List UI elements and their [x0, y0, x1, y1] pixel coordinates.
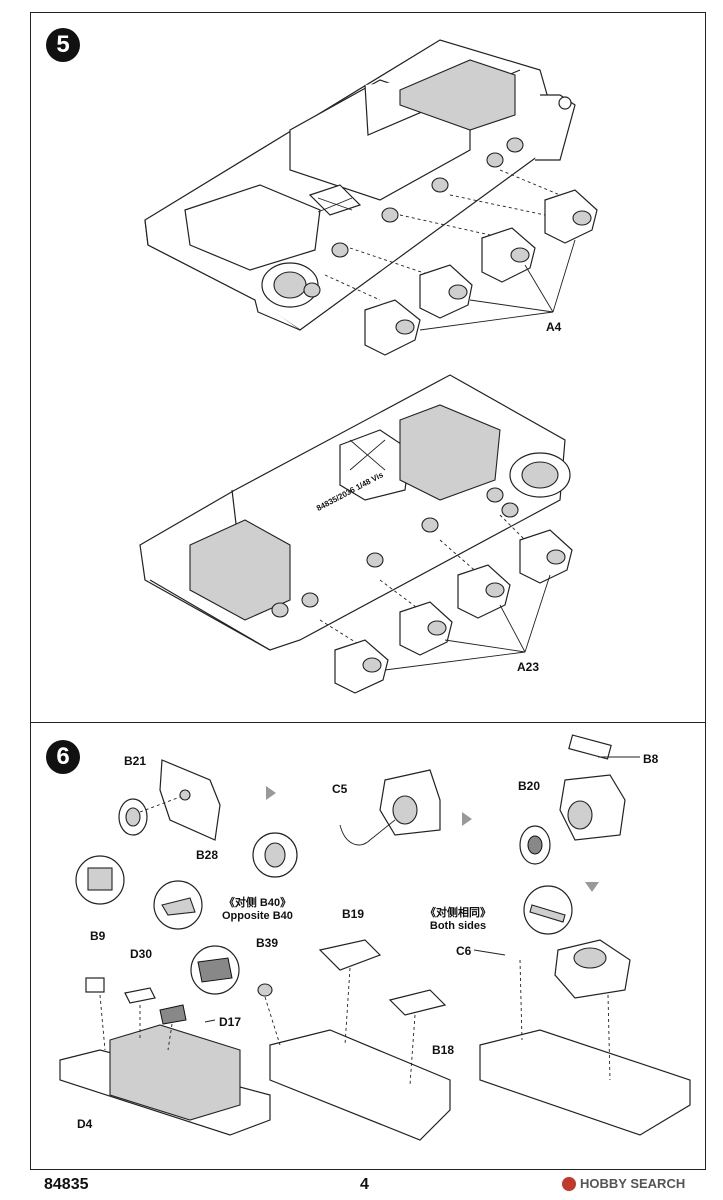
part-label-c6: C6: [456, 944, 472, 958]
step-5-number: 5: [56, 31, 70, 58]
page-frame: [30, 12, 706, 1170]
step-6-badge: 6: [46, 740, 80, 774]
part-label-b18: B18: [432, 1043, 455, 1057]
hull-upper-drawing: [144, 39, 598, 356]
part-label-d30: D30: [130, 947, 153, 961]
step-arrow-down-icon: [585, 882, 599, 892]
part-label-b20: B20: [518, 779, 541, 793]
watermark: HOBBY SEARCH: [562, 1176, 685, 1191]
step-arrow-right-icon: [462, 812, 472, 826]
opposite-note-cn: 《对侧 B40》: [223, 897, 292, 909]
part-label-b8: B8: [643, 752, 659, 766]
part-label-b9: B9: [90, 929, 106, 943]
part-label-b19: B19: [342, 907, 365, 921]
step-6-number: 6: [56, 743, 70, 770]
product-code: 84835: [44, 1176, 89, 1193]
hull-lower-drawing: [139, 374, 573, 694]
part-label-b39: B39: [256, 936, 279, 950]
part-label-b28: B28: [196, 848, 219, 862]
page-number: 4: [360, 1176, 369, 1193]
both-sides-note-en: Both sides: [429, 920, 487, 932]
step-5-badge: 5: [46, 28, 80, 62]
part-label-d17: D17: [219, 1015, 242, 1029]
step6-bottom-row: [59, 939, 691, 1141]
part-label-d4: D4: [77, 1117, 93, 1131]
part-label-c5: C5: [332, 782, 348, 796]
hobby-search-logo-icon: [562, 1176, 576, 1191]
both-sides-note-cn: 《对侧相同》: [425, 907, 491, 919]
step-arrow-right-icon: [266, 786, 276, 800]
both-sides-note: 《对侧相同》 Both sides: [425, 907, 491, 933]
part-label-a23: A23: [517, 660, 540, 674]
step6-callouts: [75, 832, 573, 995]
step-divider: [30, 722, 706, 723]
part-label-a4: A4: [546, 320, 562, 334]
watermark-text: HOBBY SEARCH: [580, 1176, 686, 1191]
part-label-b21: B21: [124, 754, 147, 768]
opposite-note-en: Opposite B40: [222, 910, 293, 922]
opposite-note: 《对侧 B40》 Opposite B40: [222, 897, 293, 923]
step6-top-row: [118, 734, 626, 865]
